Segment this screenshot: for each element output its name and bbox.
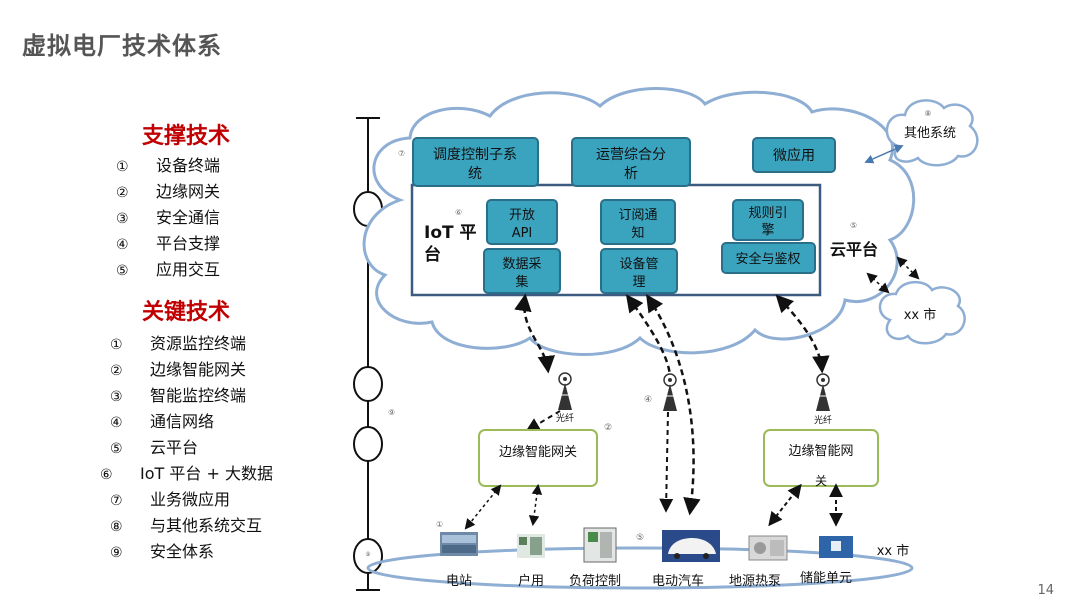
svg-text:规则引: 规则引 — [748, 206, 787, 221]
device-management-box[interactable]: 设备管 理 — [600, 248, 678, 294]
svg-text:运营综合分: 运营综合分 — [596, 147, 666, 163]
svg-text:订阅通: 订阅通 — [618, 208, 657, 223]
fiber-label-right: 光纤 — [814, 414, 832, 426]
city-link-2 — [866, 272, 890, 294]
link-device-ev — [646, 294, 701, 516]
electric-car-icon — [662, 530, 720, 562]
svg-text:微应用: 微应用 — [773, 147, 815, 164]
key-tech-heading: 关键技术 — [142, 300, 231, 325]
page-title: 虚拟电厂技术体系 — [22, 32, 222, 60]
power-station-icon — [440, 532, 478, 556]
marker-2: ② — [604, 423, 612, 433]
marker-9-bottom: ⑨ — [365, 551, 370, 558]
link-gateway-station — [464, 484, 502, 530]
link-gateway-heatpump — [768, 483, 802, 527]
link-tower2-load — [659, 411, 674, 513]
marker-6: ⑥ — [455, 208, 462, 217]
svg-text:边缘智能网关: 边缘智能网关 — [499, 445, 577, 460]
svg-text:擎: 擎 — [761, 223, 774, 238]
city-cloud — [878, 281, 966, 345]
fiber-tower-left-icon — [558, 372, 572, 410]
other-system-link — [864, 144, 904, 164]
fiber-tower-middle-icon — [663, 373, 677, 411]
iot-platform-label-2: 台 — [424, 244, 441, 265]
security-auth-box[interactable]: 安全与鉴权 — [721, 242, 816, 274]
marker-5: ⑤ — [850, 221, 857, 230]
marker-4: ④ — [644, 395, 652, 405]
marker-8-top: ⑧ — [924, 109, 931, 118]
iot-platform-label-1: IoT 平 — [424, 223, 477, 243]
device-label: 储能单元 — [800, 571, 852, 586]
marker-7: ⑦ — [398, 149, 405, 158]
svg-text:数据采: 数据采 — [502, 257, 541, 272]
marker-1: ① — [436, 520, 443, 529]
page-number: 14 — [1037, 583, 1054, 598]
other-system-cloud — [885, 99, 979, 167]
svg-text:开放: 开放 — [509, 208, 535, 223]
layer-ring-gateway — [353, 426, 383, 462]
svg-text:调度控制子系: 调度控制子系 — [433, 147, 517, 163]
link-tower1-gateway — [525, 410, 561, 432]
marker-5-bottom: ⑤ — [636, 533, 644, 543]
device-label: 负荷控制 — [569, 574, 621, 589]
load-control-icon — [583, 527, 617, 563]
other-system-label: 其他系统 — [904, 126, 956, 141]
household-icon — [517, 534, 545, 558]
svg-text:理: 理 — [632, 275, 645, 290]
svg-text:设备管: 设备管 — [619, 256, 658, 272]
support-tech-heading: 支撑技术 — [142, 124, 231, 149]
fiber-tower-right-icon — [816, 373, 830, 411]
dispatch-control-box[interactable]: 调度控制子系 统 — [412, 137, 539, 187]
svg-text:关: 关 — [815, 474, 827, 488]
subscribe-notify-box[interactable]: 订阅通 知 — [600, 199, 676, 245]
device-label: 电站 — [446, 574, 472, 589]
city-cloud-label: xx 市 — [904, 307, 937, 323]
fiber-label-left: 光纤 — [556, 412, 574, 424]
svg-text:析: 析 — [624, 166, 638, 182]
device-label: 户用 — [518, 573, 544, 589]
cloud-platform-label: 云平台 — [830, 240, 878, 259]
device-label: 地源热泵 — [729, 574, 781, 589]
data-collection-box[interactable]: 数据采 集 — [483, 248, 561, 294]
device-label: 电动汽车 — [652, 573, 704, 589]
link-collect-tower1 — [514, 293, 556, 374]
link-gateway-home — [528, 483, 543, 527]
svg-text:安全与鉴权: 安全与鉴权 — [735, 251, 800, 267]
svg-text:集: 集 — [515, 274, 528, 290]
device-layer-city-label: xx 市 — [877, 543, 910, 559]
device-layer-ellipse — [366, 546, 914, 590]
svg-text:API: API — [512, 226, 533, 241]
edge-gateway-right[interactable]: 边缘智能网 关 — [763, 429, 879, 488]
heat-pump-icon — [748, 535, 788, 561]
svg-text:知: 知 — [631, 225, 644, 241]
rule-engine-box[interactable]: 规则引 擎 — [732, 199, 804, 241]
open-api-box[interactable]: 开放 API — [486, 199, 558, 245]
energy-storage-icon — [819, 536, 853, 558]
marker-9-mid: ⑨ — [388, 408, 395, 417]
layer-ring-network — [353, 366, 383, 402]
edge-gateway-left[interactable]: 边缘智能网关 — [478, 429, 598, 487]
svg-text:统: 统 — [468, 166, 482, 182]
operation-analysis-box[interactable]: 运营综合分 析 — [571, 137, 691, 187]
micro-app-box[interactable]: 微应用 — [752, 137, 836, 173]
city-link-1 — [896, 256, 920, 280]
svg-text:边缘智能网: 边缘智能网 — [788, 444, 853, 459]
